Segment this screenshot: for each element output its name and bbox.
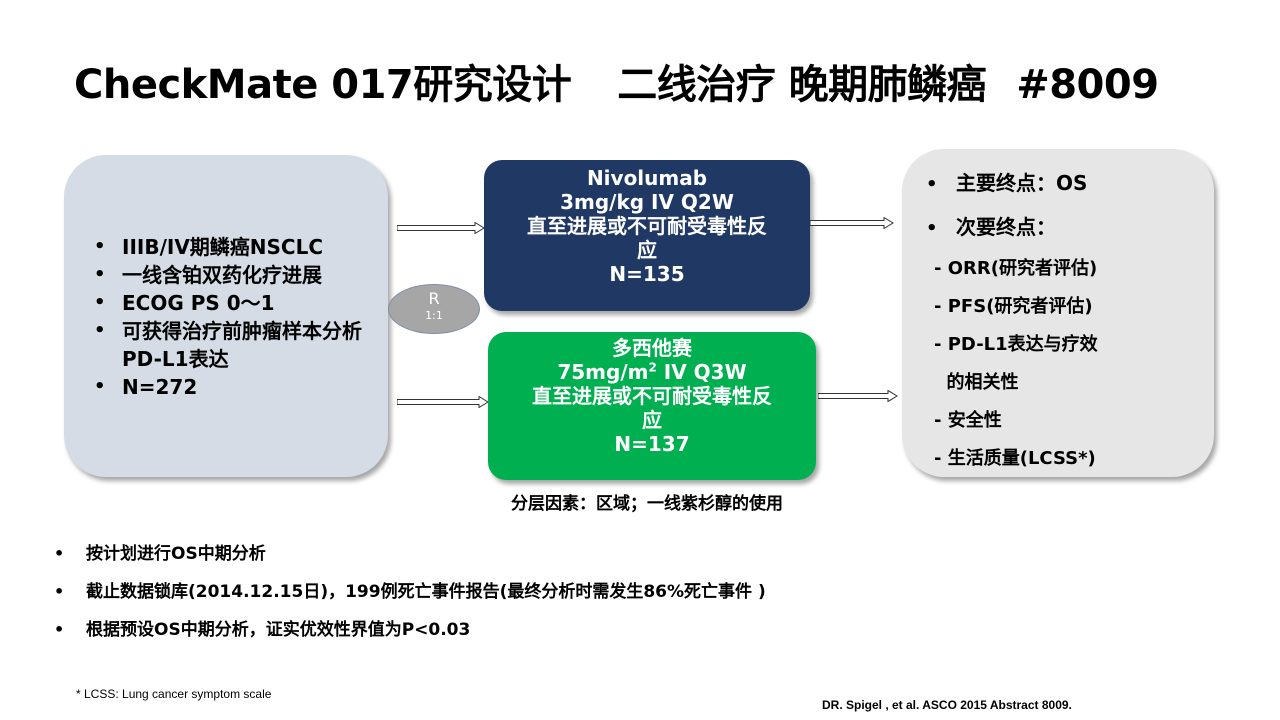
population-item: IIIB/IV期鳞癌NSCLC	[90, 233, 378, 261]
randomization-oval: R 1:1	[388, 284, 480, 334]
randomization-label: R	[428, 289, 440, 308]
footnote: * LCSS: Lung cancer symptom scale	[76, 687, 272, 701]
arrow-to-docetaxel	[397, 396, 489, 408]
title-abstract-number: #8009	[1016, 62, 1159, 108]
analysis-note: 按计划进行OS中期分析	[52, 540, 766, 578]
nivolumab-duration: 直至进展或不可耐受毒性反	[527, 214, 767, 238]
population-item: N=272	[90, 373, 378, 401]
nivolumab-dose: 3mg/kg IV Q2W	[560, 190, 734, 214]
arrow-to-nivolumab	[397, 222, 485, 234]
primary-endpoint: •主要终点：OS	[926, 171, 1088, 195]
secondary-item: - 安全性	[934, 410, 1002, 431]
title-study: CheckMate 017研究设计	[74, 62, 572, 108]
randomization-ratio: 1:1	[425, 309, 443, 322]
nivolumab-arm-box: Nivolumab 3mg/kg IV Q2W 直至进展或不可耐受毒性反 应 N…	[484, 160, 810, 311]
secondary-item: 的相关性	[934, 372, 1019, 393]
nivolumab-duration-cont: 应	[637, 238, 657, 262]
analysis-note: 截止数据锁库(2014.12.15日)，199例死亡事件报告(最终分析时需发生8…	[52, 578, 766, 616]
population-list: IIIB/IV期鳞癌NSCLC 一线含铂双药化疗进展 ECOG PS 0～1 可…	[90, 233, 378, 401]
population-item: 一线含铂双药化疗进展	[90, 261, 378, 289]
secondary-item: - ORR(研究者评估)	[934, 258, 1098, 279]
stratification-factors: 分层因素：区域；一线紫杉醇的使用	[511, 494, 783, 514]
secondary-item: - PFS(研究者评估)	[934, 296, 1093, 317]
secondary-item: - 生活质量(LCSS*)	[934, 448, 1096, 469]
title-setting: 二线治疗 晚期肺鳞癌	[617, 62, 987, 108]
population-item: ECOG PS 0～1	[90, 289, 378, 317]
nivolumab-n: N=135	[609, 262, 685, 286]
analysis-note: 根据预设OS中期分析，证实优效性界值为P<0.03	[52, 616, 766, 654]
secondary-endpoint: •次要终点：	[926, 215, 1056, 239]
docetaxel-dose: 75mg/m2 IV Q3W	[557, 360, 747, 384]
docetaxel-arm-box: 多西他赛 75mg/m2 IV Q3W 直至进展或不可耐受毒性反 应 N=137	[488, 332, 816, 480]
docetaxel-drug: 多西他赛	[612, 336, 692, 360]
docetaxel-duration: 直至进展或不可耐受毒性反	[532, 384, 772, 408]
population-item: 可获得治疗前肿瘤样本分析PD-L1表达	[90, 317, 378, 373]
population-box: IIIB/IV期鳞癌NSCLC 一线含铂双药化疗进展 ECOG PS 0～1 可…	[64, 155, 388, 477]
arrow-docetaxel-to-endpoints	[818, 390, 898, 402]
endpoints-box: •主要终点：OS •次要终点： - ORR(研究者评估) - PFS(研究者评估…	[902, 149, 1214, 477]
analysis-notes: 按计划进行OS中期分析 截止数据锁库(2014.12.15日)，199例死亡事件…	[52, 540, 766, 654]
docetaxel-n: N=137	[614, 432, 690, 456]
docetaxel-duration-cont: 应	[642, 408, 662, 432]
secondary-item: - PD-L1表达与疗效	[934, 334, 1098, 355]
page-title: CheckMate 017研究设计二线治疗 晚期肺鳞癌 #8009	[74, 52, 1234, 110]
citation: DR. Spigel , et al. ASCO 2015 Abstract 8…	[822, 698, 1072, 712]
nivolumab-drug: Nivolumab	[586, 166, 708, 190]
arrow-nivolumab-to-endpoints	[810, 217, 894, 229]
